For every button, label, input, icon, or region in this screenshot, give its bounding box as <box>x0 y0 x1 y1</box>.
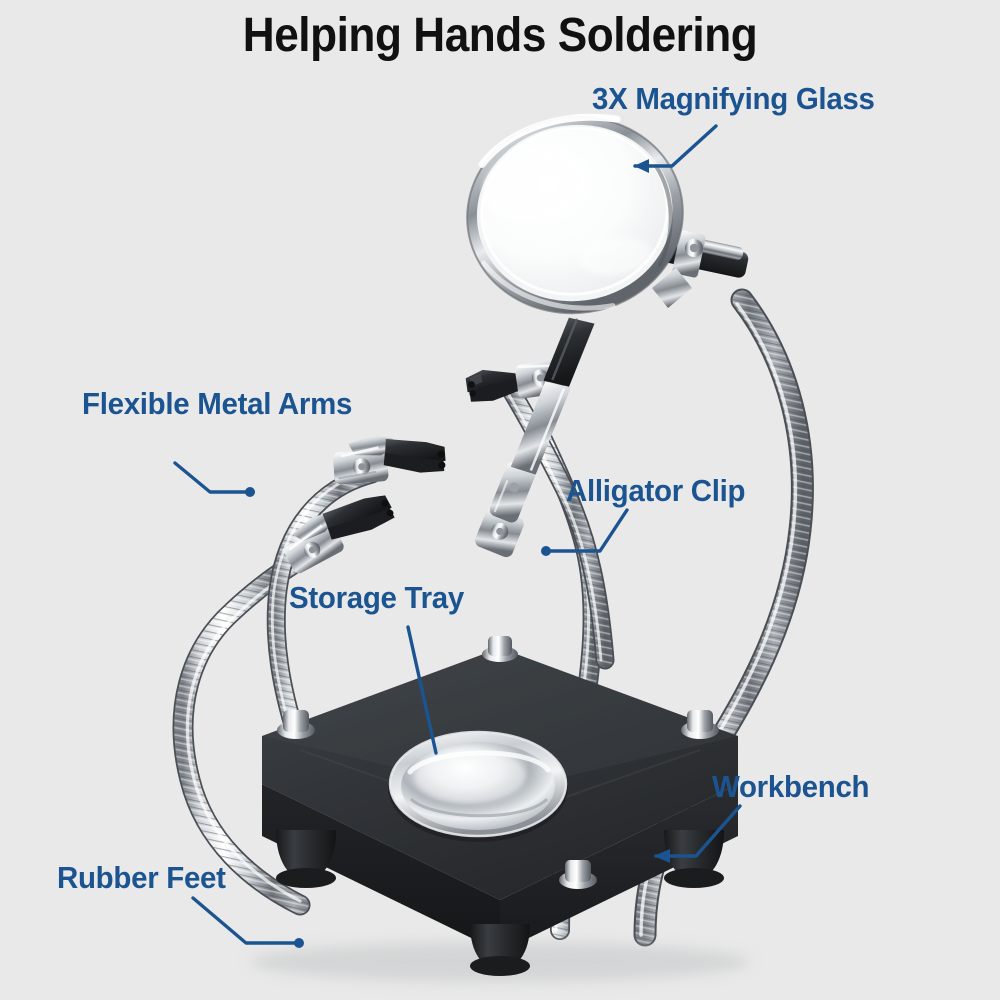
leader-arms <box>173 461 255 497</box>
gooseneck-left-rear <box>266 464 382 745</box>
alligator-clip-center <box>475 317 595 558</box>
gooseneck-center-top <box>502 382 615 670</box>
base-edge-left <box>262 784 500 952</box>
callout-label-storage-tray: Storage Tray <box>289 580 464 615</box>
callout-label-workbench: Workbench <box>712 769 870 804</box>
magnifying-glass <box>466 113 749 315</box>
arm-grommets <box>277 636 719 889</box>
callout-leaders <box>173 124 742 948</box>
storage-tray <box>388 730 568 842</box>
leader-clip <box>541 508 629 556</box>
base-edge-right <box>500 784 738 952</box>
callout-label-magnifier: 3X Magnifying Glass <box>592 81 875 116</box>
leader-feet <box>191 896 304 948</box>
callout-label-alligator-clip: Alligator Clip <box>566 473 746 508</box>
alligator-clip-lower-left <box>284 495 395 574</box>
leader-tray <box>406 625 438 755</box>
leader-magnifier <box>633 124 718 173</box>
alligator-clip-upper-left <box>333 435 446 485</box>
callout-label-flexible-metal-arms: Flexible Metal Arms <box>82 386 353 421</box>
page-title: Helping Hands Soldering <box>242 9 758 62</box>
callout-label-rubber-feet: Rubber Feet <box>57 860 226 895</box>
rubber-foot-left <box>276 830 336 880</box>
workbench-base <box>250 636 750 982</box>
leader-workbench <box>654 804 742 863</box>
